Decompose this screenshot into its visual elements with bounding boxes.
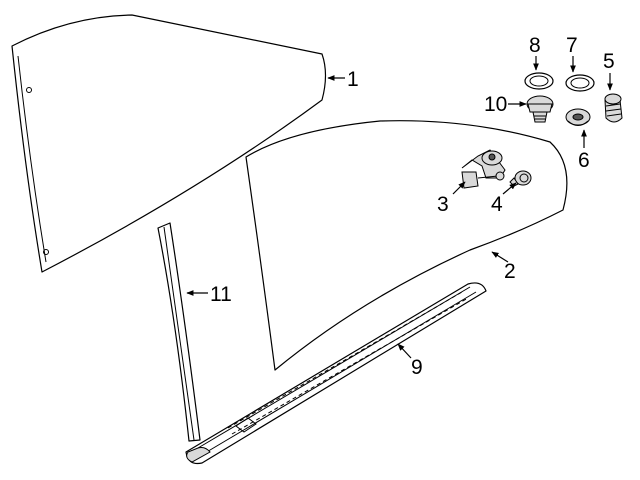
- door-glass: [245, 120, 568, 371]
- stud-fastener: [604, 93, 623, 123]
- callout-6: 6: [578, 149, 590, 172]
- callout-10: 10: [484, 93, 507, 116]
- leader-2: [491, 251, 509, 263]
- callout-2: 2: [504, 260, 516, 283]
- callout-9: 9: [411, 356, 423, 379]
- washer-7: [565, 74, 595, 92]
- callout-8: 8: [529, 34, 541, 57]
- callout-1: 1: [347, 68, 359, 91]
- quarter-glass: [11, 14, 327, 273]
- glass-clamp: [461, 149, 506, 189]
- leader-3: [452, 181, 466, 195]
- callout-11: 11: [210, 283, 232, 306]
- push-clip: [526, 95, 554, 123]
- grommet: [565, 108, 591, 126]
- callout-5: 5: [603, 50, 615, 73]
- leader-9: [397, 343, 412, 359]
- callout-7: 7: [566, 34, 578, 57]
- belt-weatherstrip: [185, 282, 487, 465]
- callout-3: 3: [437, 193, 449, 216]
- channel-seal: [157, 222, 201, 442]
- callout-4: 4: [491, 193, 503, 216]
- leader-4: [502, 182, 517, 195]
- washer-8: [524, 72, 554, 90]
